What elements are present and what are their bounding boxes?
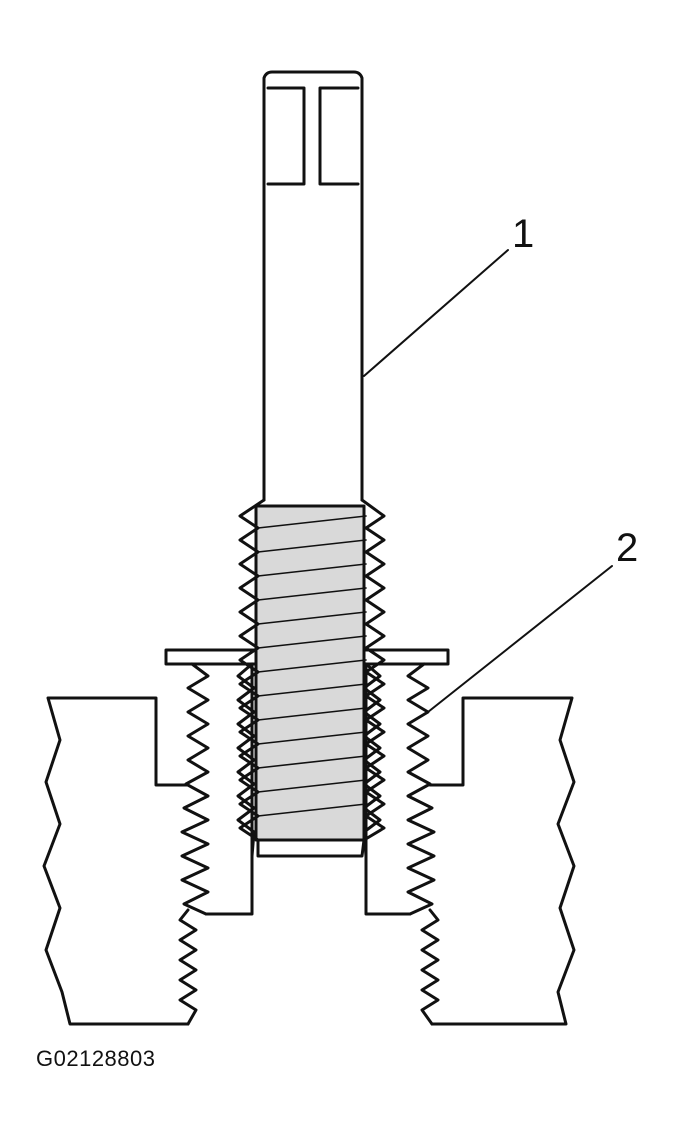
callout-1: 1 <box>512 212 535 256</box>
tool-shaft <box>262 70 364 502</box>
casting-right-half <box>428 696 576 1026</box>
bore-thread-right <box>420 908 440 1026</box>
casting-left-half <box>42 696 190 1026</box>
insert-outer-thread-right <box>406 662 436 916</box>
leader-line-2 <box>427 565 613 713</box>
insert-inner-thread-right <box>362 662 382 858</box>
tool-slot <box>266 86 360 186</box>
figure-code: G02128803 <box>36 1046 156 1071</box>
callout-2: 2 <box>616 526 639 570</box>
tool-thread-right <box>360 498 386 842</box>
insert-outer-thread-left <box>180 662 210 916</box>
leader-line-1 <box>363 249 509 377</box>
tool-thread-crests <box>257 515 367 817</box>
insert-inner-thread-left <box>236 662 256 858</box>
tool-tip-end <box>256 838 366 858</box>
bore-thread-left <box>178 908 198 1026</box>
